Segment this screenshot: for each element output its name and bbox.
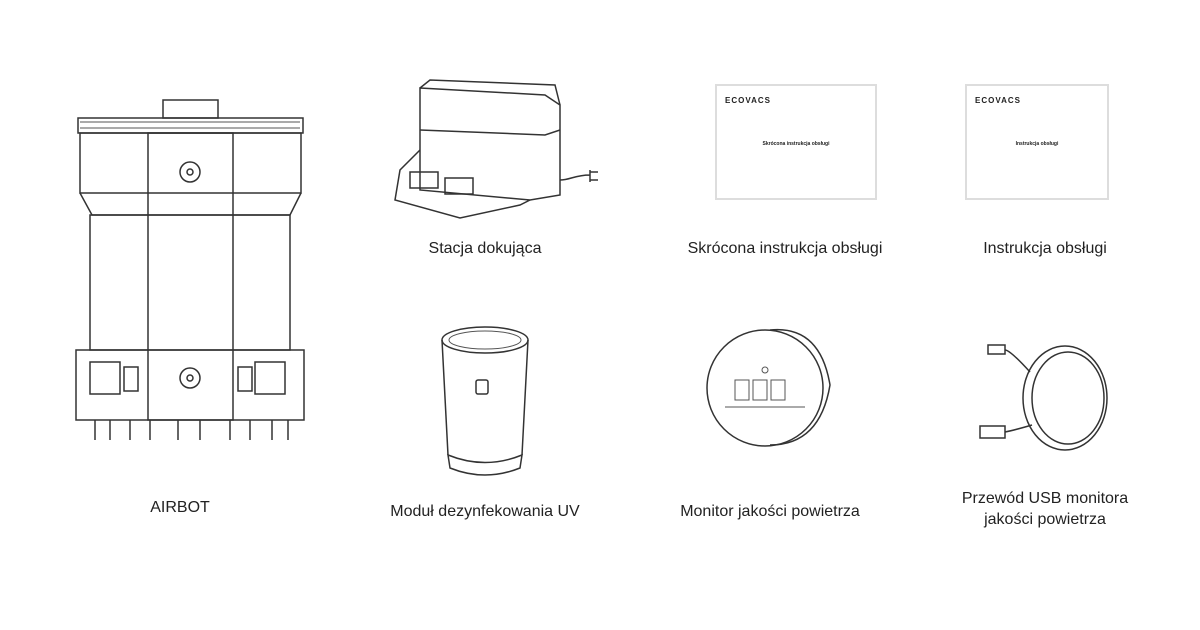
quick-guide-title: Skrócona instrukcja obsługi	[762, 141, 830, 147]
usb-cable-label-line1: Przewód USB monitora	[961, 490, 1129, 507]
user-manual-illustration: ECOVACS Instrukcja obsługi	[965, 84, 1109, 200]
air-quality-monitor-label: Monitor jakości powietrza	[680, 503, 860, 520]
ecovacs-logo: ECOVACS	[725, 96, 771, 105]
uv-module-label: Moduł dezynfekowania UV	[390, 503, 580, 520]
usb-cable-label: Przewód USB monitora jakości powietrza	[962, 488, 1128, 530]
quick-guide-label: Skrócona instrukcja obsługi	[687, 240, 883, 257]
user-manual-label: Instrukcja obsługi	[983, 240, 1107, 257]
docking-station-label: Stacja dokująca	[428, 240, 542, 257]
user-manual-title: Instrukcja obsługi	[1015, 141, 1059, 147]
quick-guide-illustration: ECOVACS Skrócona instrukcja obsługi	[715, 84, 877, 200]
usb-cable-label-line2: jakości powietrza	[984, 511, 1106, 528]
airbot-label: AIRBOT	[150, 499, 210, 516]
ecovacs-logo: ECOVACS	[975, 96, 1021, 105]
